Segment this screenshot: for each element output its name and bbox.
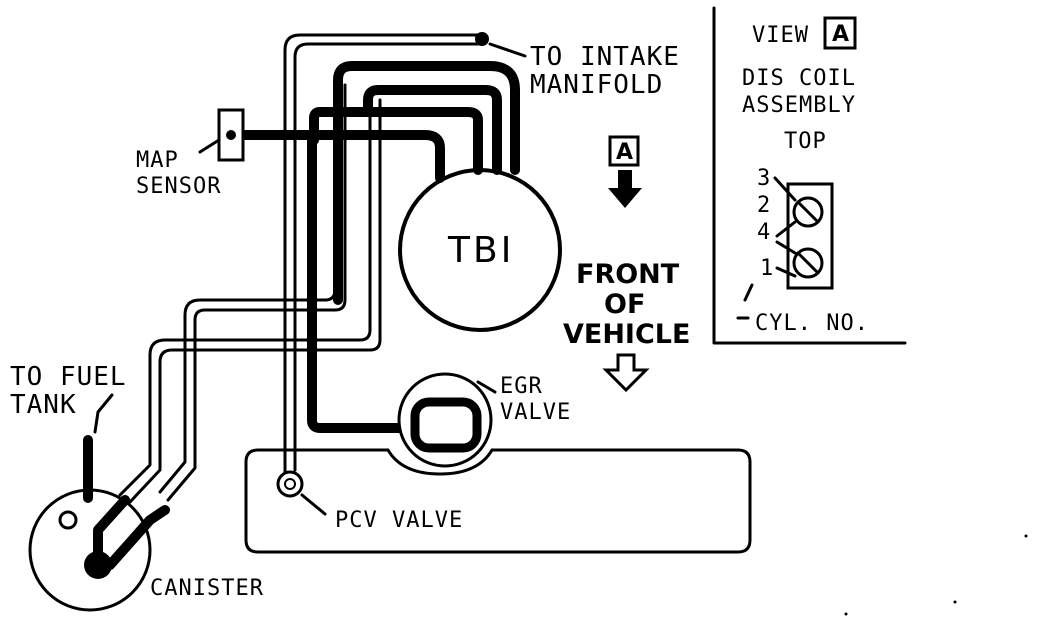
dis-coil-assembly bbox=[773, 176, 834, 290]
view-label: VIEW bbox=[752, 23, 809, 48]
fuel-tank-label-2: TANK bbox=[10, 390, 77, 420]
pcv-label: PCV VALVE bbox=[335, 508, 463, 533]
cyl-number-1: 1 bbox=[760, 256, 774, 281]
fuel-tank-label-1: TO FUEL bbox=[10, 362, 127, 392]
view-a-arrow: A bbox=[608, 135, 642, 208]
intake-connection-dot bbox=[475, 32, 489, 46]
fuel-tank-leader bbox=[93, 393, 114, 434]
tbi-label: TBI bbox=[447, 230, 514, 271]
egr-leader bbox=[476, 380, 497, 394]
front-label-1: FRONT bbox=[576, 259, 680, 290]
speck bbox=[1024, 534, 1028, 538]
map-sensor-port bbox=[226, 130, 236, 140]
view-a-inset: VIEW A DIS COIL ASSEMBLY TOP 3 2 4 1 CYL… bbox=[712, 6, 907, 345]
front-arrow-icon bbox=[602, 353, 650, 393]
cyl-number-2: 2 bbox=[757, 193, 771, 218]
pcv-valve bbox=[276, 470, 304, 498]
top-label: TOP bbox=[784, 129, 827, 154]
map-leader bbox=[198, 138, 221, 154]
cyl-leader bbox=[743, 283, 754, 302]
egr-valve bbox=[397, 372, 493, 468]
engine-block-outline bbox=[244, 448, 752, 554]
view-letter: A bbox=[832, 22, 849, 47]
intake-manifold-hoses bbox=[225, 61, 520, 305]
to-intake-label-2: MANIFOLD bbox=[530, 70, 663, 100]
egr-label-2: VALVE bbox=[500, 400, 571, 425]
canister-label: CANISTER bbox=[150, 576, 264, 601]
pcv-leader bbox=[300, 493, 327, 516]
to-intake-label-1: TO INTAKE bbox=[530, 42, 680, 72]
thin-vacuum-lines bbox=[118, 33, 482, 504]
map-label-2: SENSOR bbox=[136, 174, 221, 199]
dis-coil-label-1: DIS COIL bbox=[742, 66, 856, 91]
cyl-no-label: CYL. NO. bbox=[755, 311, 869, 336]
svg-text:A: A bbox=[616, 140, 633, 165]
egr-hose bbox=[307, 135, 425, 433]
dis-coil-label-2: ASSEMBLY bbox=[742, 93, 856, 118]
front-label-3: VEHICLE bbox=[563, 319, 690, 350]
map-label-1: MAP bbox=[136, 148, 179, 173]
speck bbox=[953, 600, 957, 604]
view-letter-box bbox=[823, 16, 857, 50]
speck bbox=[844, 612, 848, 616]
intake-leader bbox=[488, 42, 527, 58]
front-label-2: OF bbox=[604, 289, 645, 320]
egr-label-1: EGR bbox=[500, 374, 543, 399]
cyl-number-3: 3 bbox=[757, 166, 771, 191]
canister bbox=[28, 435, 170, 612]
cyl-number-4: 4 bbox=[757, 220, 771, 245]
